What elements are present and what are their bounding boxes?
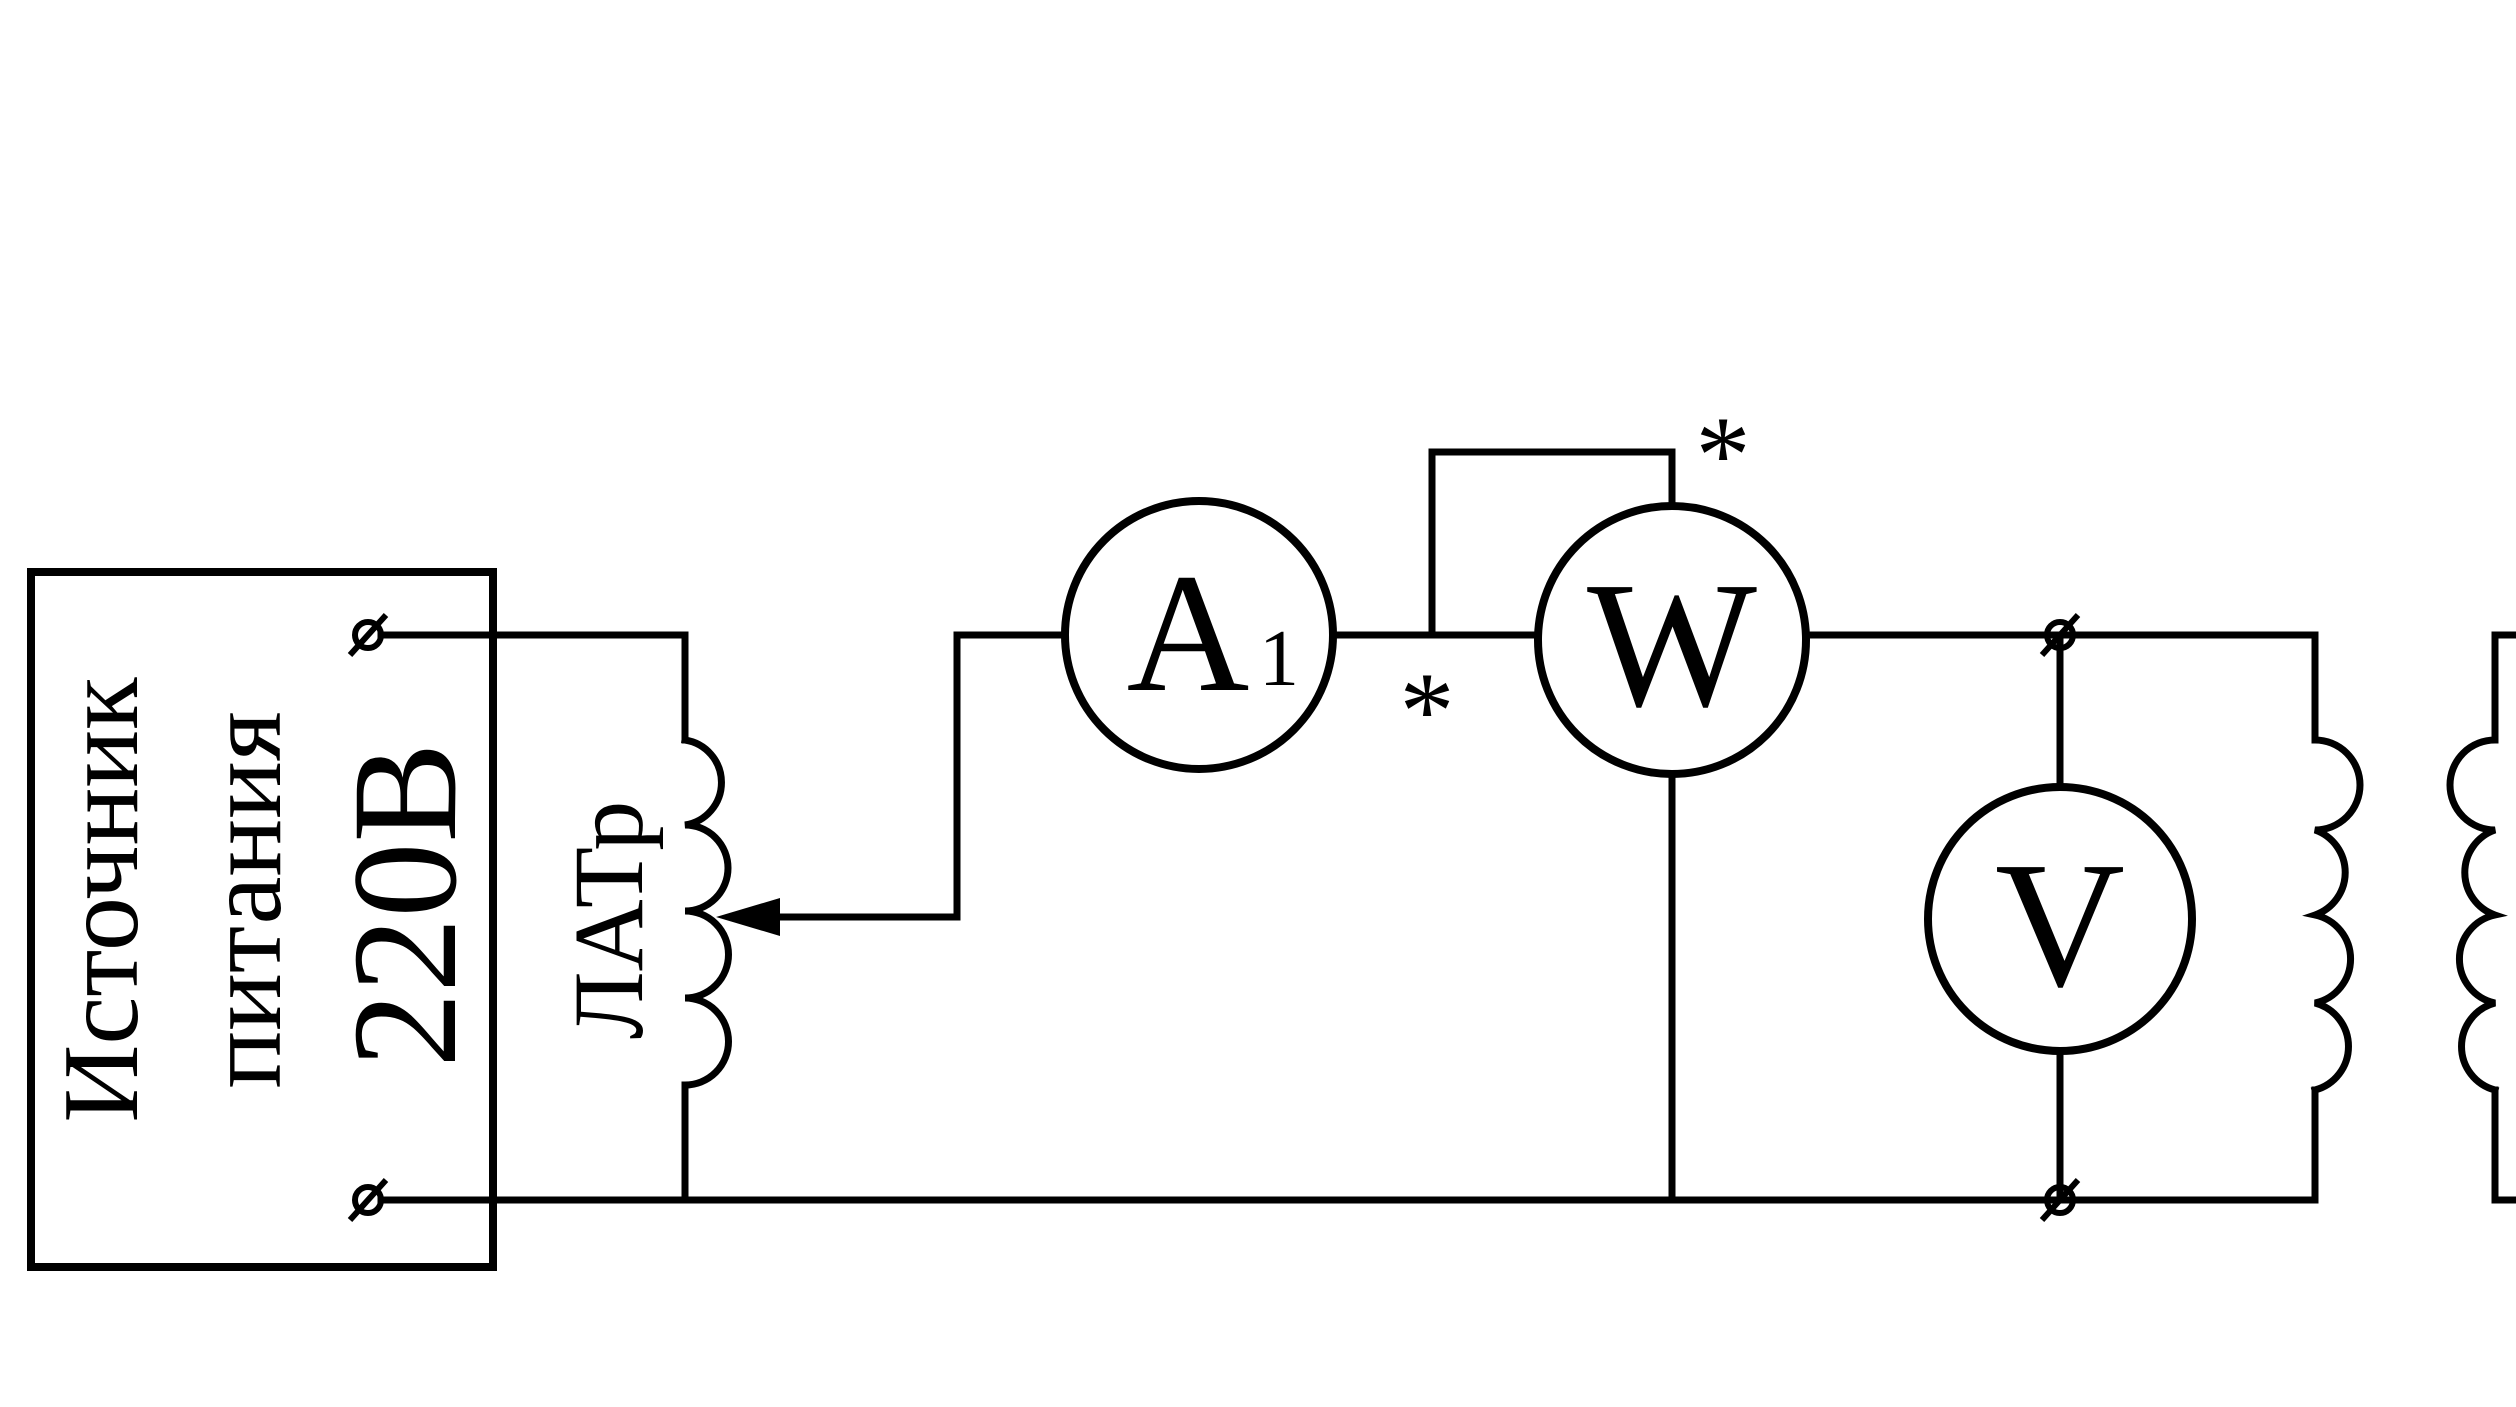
- wattmeter-letter: W: [1587, 545, 1757, 744]
- transformer-primary-coil: [2302, 736, 2364, 1095]
- transformer-secondary-coil: [2446, 736, 2508, 1095]
- power-source-label-line2: питания: [185, 711, 304, 1088]
- load-terminal-bottom: [2039, 1177, 2081, 1223]
- voltmeter-letter: V: [1995, 825, 2125, 1024]
- load-terminal-top: [2039, 612, 2081, 658]
- ammeter-letter: A: [1127, 539, 1250, 727]
- power-source-label-line1: Источник: [42, 677, 161, 1123]
- ammeter-index: 1: [1259, 615, 1299, 703]
- ammeter: A 1: [1061, 497, 1337, 773]
- voltmeter: V: [1924, 783, 2196, 1055]
- wattmeter-current-terminal-mark: *: [1400, 650, 1455, 772]
- latr-label: ЛАТр: [553, 801, 664, 1040]
- wattmeter-voltage-terminal-mark: *: [1696, 394, 1751, 516]
- latr-wiper-arrow: [716, 898, 780, 936]
- power-source-voltage: 220В: [322, 742, 488, 1067]
- latr-coil: ЛАТр: [553, 736, 732, 1089]
- wattmeter: W * *: [1400, 394, 1810, 778]
- power-source-box: [27, 568, 497, 1271]
- power-source: Источник питания 220В: [27, 568, 497, 1271]
